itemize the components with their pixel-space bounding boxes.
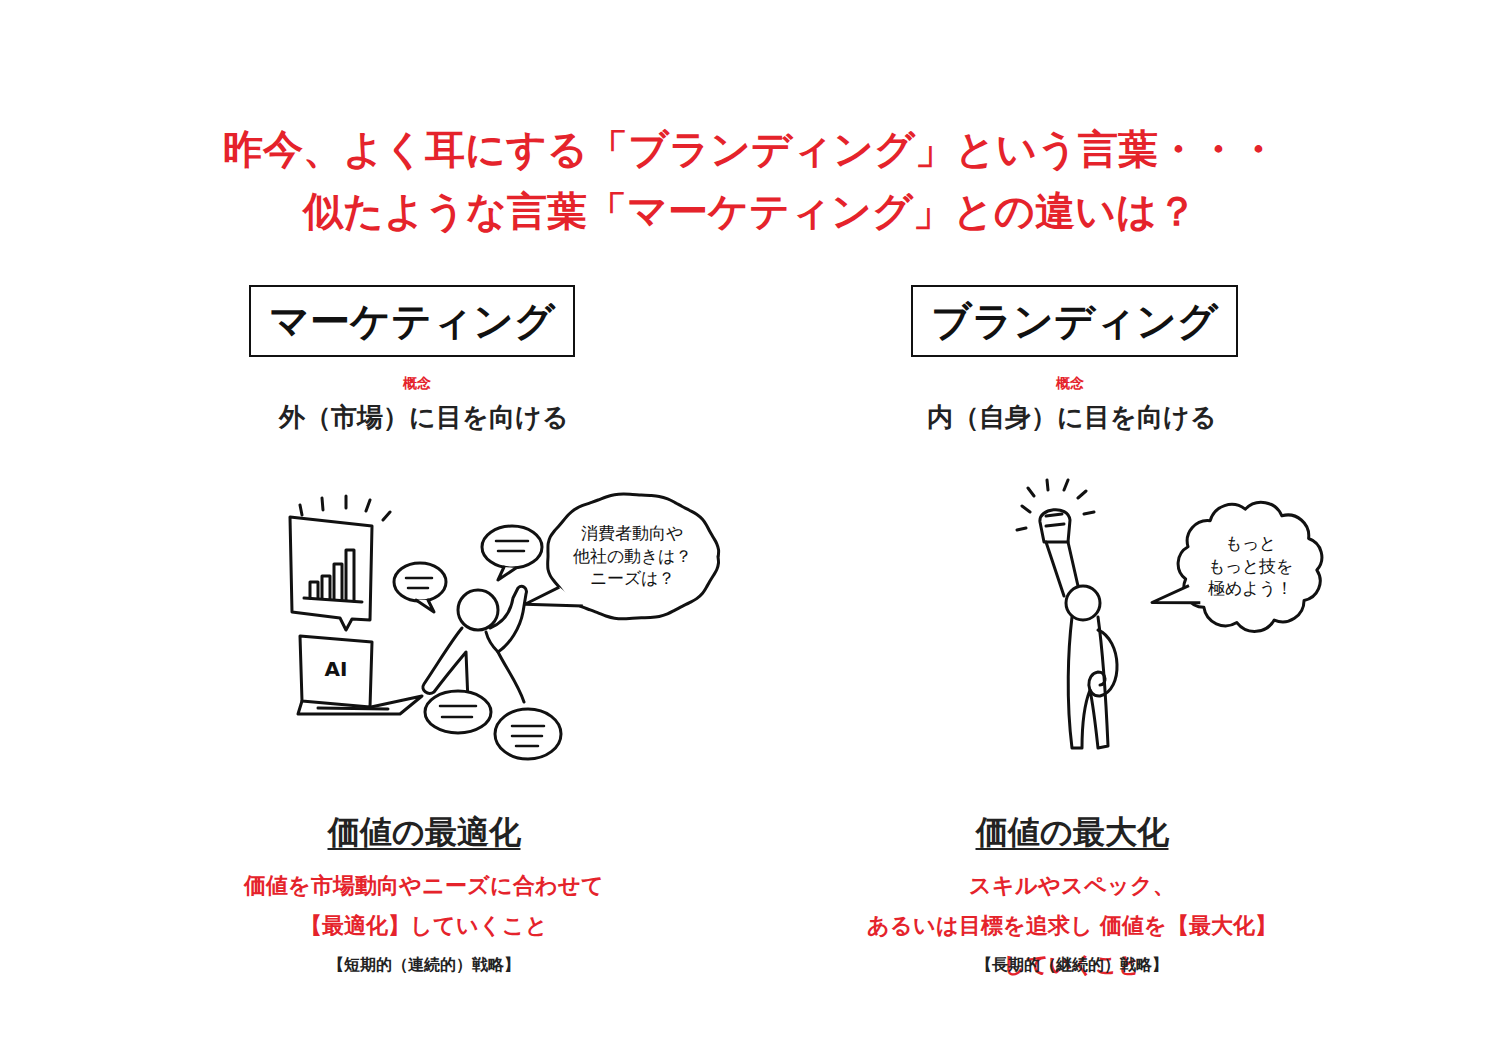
chat-bubbles-part	[440, 706, 476, 717]
monitor-chart-part	[300, 496, 390, 520]
person-cheering-part	[1040, 510, 1070, 542]
screen-text: AI	[325, 656, 348, 682]
person-cheering-part	[1046, 514, 1064, 526]
person-thinking	[423, 586, 526, 702]
concept-text: 外（市場）に目を向ける	[279, 401, 569, 435]
chat-bubbles-part	[406, 578, 432, 588]
person-cheering-part	[1066, 586, 1100, 620]
concept-text: 内（自身）に目を向ける	[927, 401, 1217, 435]
chat-bubbles	[394, 526, 561, 759]
bubble-tail	[525, 587, 583, 606]
ruby-note: 概念	[1056, 374, 1084, 392]
chat-bubbles-part	[496, 541, 528, 551]
chat-bubbles-part	[495, 709, 561, 759]
person-thinking-part	[490, 586, 526, 702]
strategy-note: 【短期的（連続的）戦略】	[328, 955, 520, 976]
monitor-chart-part	[290, 517, 372, 630]
person-thinking-part	[486, 632, 498, 652]
laptop-part	[298, 696, 422, 714]
term-box: マーケティング	[249, 285, 575, 357]
person-thinking-part	[458, 590, 498, 630]
monitor-chart-part	[310, 550, 354, 601]
chat-bubbles-part	[425, 691, 491, 733]
chat-bubbles-part	[512, 726, 544, 746]
ruby-note: 概念	[403, 374, 431, 392]
term-heading: マーケティング	[269, 297, 555, 345]
monitor-chart	[290, 496, 390, 630]
chat-bubbles-part	[416, 600, 434, 612]
chat-bubbles-part	[394, 563, 446, 601]
value-heading: 価値の最大化	[976, 812, 1169, 854]
bubble-text: もっと もっと技を 極めよう！	[1208, 532, 1293, 601]
person-cheering-part	[1089, 630, 1117, 696]
bubble-text: 消費者動向や 他社の動きは？ ニーズは？	[573, 522, 692, 591]
person-cheering	[1017, 480, 1117, 748]
page-title: 昨今、よく耳にする「ブランディング」という言葉・・・ 似たような言葉「マーケティ…	[210, 118, 1290, 242]
term-box: ブランディング	[911, 285, 1238, 357]
chat-bubbles-part	[482, 526, 542, 568]
strategy-note: 【長期的（継続的）戦略】	[976, 955, 1168, 976]
speech-bubble: 消費者動向や 他社の動きは？ ニーズは？	[543, 490, 722, 623]
laptop-part	[300, 636, 372, 707]
value-heading: 価値の最適化	[328, 812, 521, 854]
laptop	[298, 636, 422, 714]
cloud-outline	[1178, 502, 1322, 631]
laptop-part	[318, 708, 388, 709]
term-heading: ブランディング	[931, 297, 1218, 345]
chat-bubbles-part	[498, 567, 516, 580]
cloud-tail	[1152, 585, 1200, 602]
thought-cloud: もっと もっと技を 極めよう！	[1172, 497, 1329, 636]
value-description: 価値を市場動向やニーズに合わせて 【最適化】していくこと	[243, 866, 606, 945]
